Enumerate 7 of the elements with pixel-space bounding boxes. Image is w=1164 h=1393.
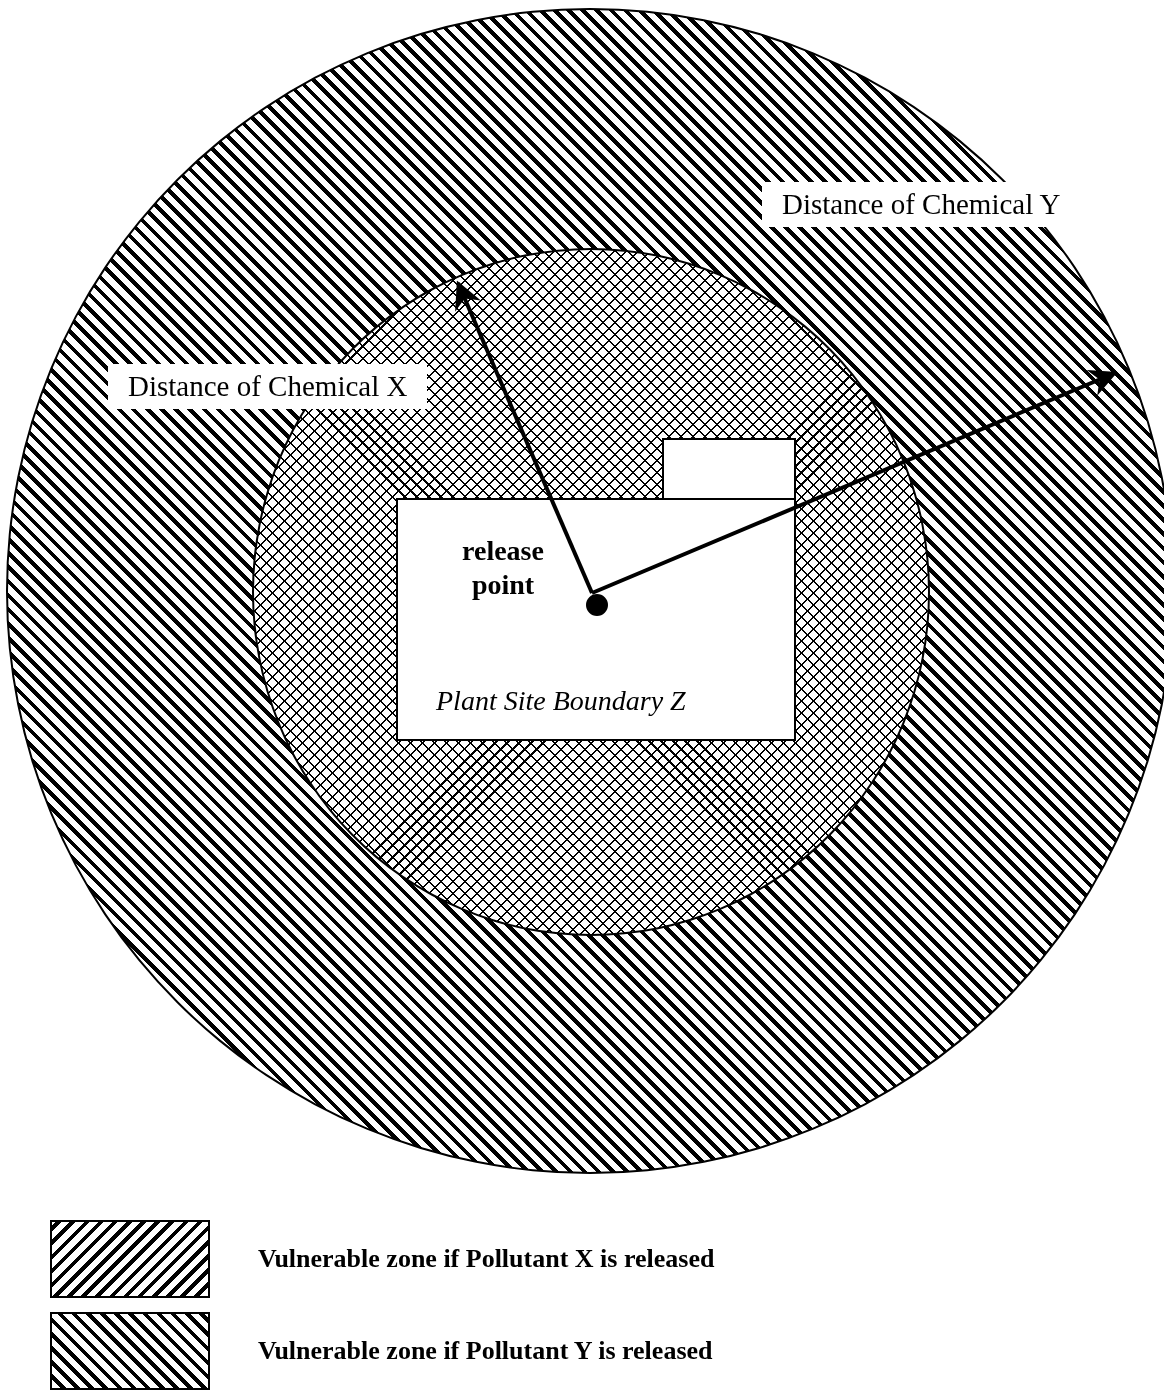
legend-label: Vulnerable zone if Pollutant Y is released bbox=[258, 1336, 713, 1366]
building-box bbox=[662, 438, 796, 500]
legend-label: Vulnerable zone if Pollutant X is released bbox=[258, 1244, 715, 1274]
release-point-label: release point bbox=[461, 534, 545, 602]
boundary-label: Plant Site Boundary Z bbox=[436, 685, 686, 717]
distance-label: Distance of Chemical X bbox=[108, 364, 428, 409]
plant-site-box bbox=[396, 498, 796, 741]
